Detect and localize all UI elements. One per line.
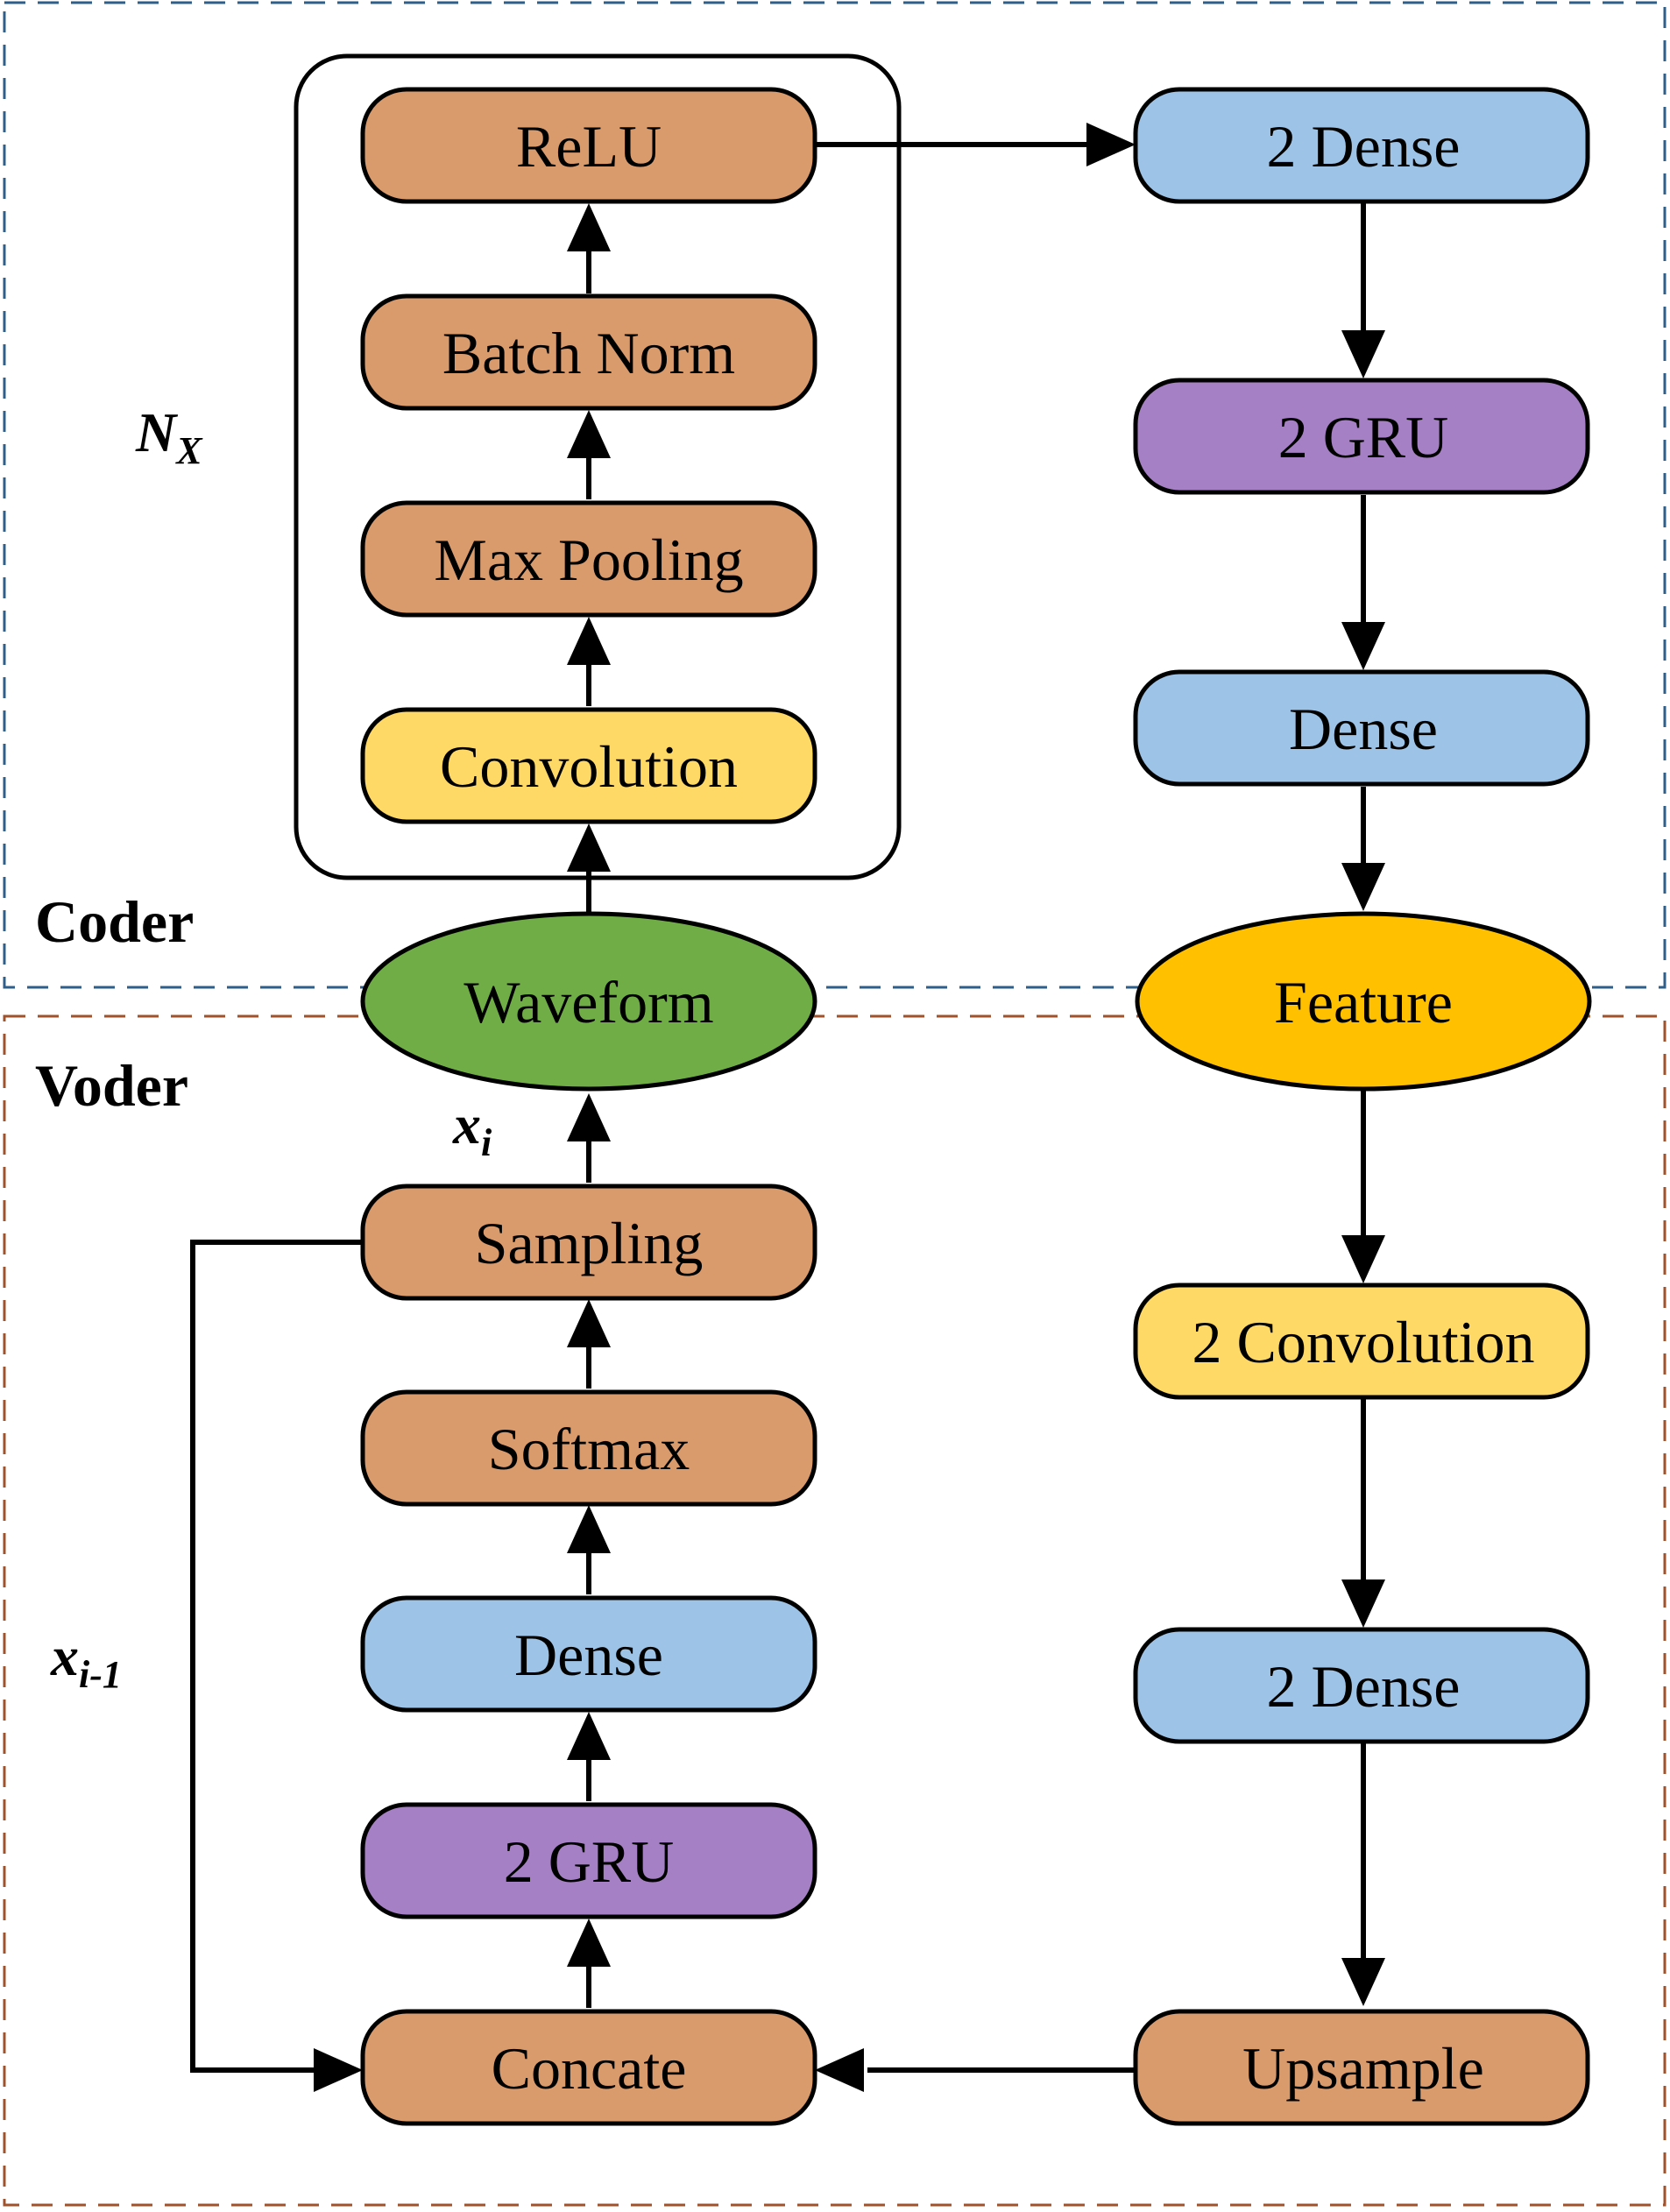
xi-main: x — [452, 1093, 481, 1155]
arrowheads — [314, 123, 1385, 2092]
xi-sub: i — [481, 1121, 492, 1164]
node-dense2-top: 2 Dense — [1133, 87, 1590, 204]
node-conv2: 2 Convolution — [1133, 1283, 1590, 1400]
arrowhead-gru-left — [567, 1919, 611, 1967]
feedback-loop — [190, 1240, 363, 2073]
arrowhead-batchnorm — [567, 410, 611, 458]
arrowhead-gru-right — [1341, 330, 1385, 378]
arrowhead-sampling — [567, 1299, 611, 1347]
node-upsample-label: Upsample — [1242, 2035, 1484, 2102]
xim1-sub: i-1 — [79, 1653, 122, 1696]
arrowhead-softmax — [567, 1505, 611, 1553]
nx-label: NX — [135, 401, 203, 472]
node-feature: Feature — [1135, 911, 1592, 1092]
xim1-label: xi-1 — [50, 1625, 122, 1696]
arrowhead-dense2-top — [1086, 123, 1136, 166]
arrowhead-waveform — [567, 1093, 611, 1141]
node-dense2-top-label: 2 Dense — [1267, 113, 1461, 180]
node-softmax-label: Softmax — [488, 1416, 690, 1482]
node-relu: ReLU — [360, 87, 817, 204]
arrowhead-concate-left — [314, 2048, 363, 2092]
arrowhead-concate-right — [815, 2048, 864, 2092]
node-dense-left: Dense — [360, 1595, 817, 1713]
node-concate-label: Concate — [492, 2035, 687, 2102]
arrowhead-dense-left — [567, 1712, 611, 1760]
node-dense2-bottom-label: 2 Dense — [1267, 1653, 1461, 1720]
node-max-pooling-label: Max Pooling — [434, 526, 743, 593]
nx-main: N — [135, 401, 179, 463]
connectors — [190, 142, 1366, 2073]
node-dense2-bottom: 2 Dense — [1133, 1627, 1590, 1744]
node-sampling-label: Sampling — [475, 1210, 704, 1276]
node-conv2-label: 2 Convolution — [1192, 1309, 1534, 1375]
xi-label: xi — [452, 1093, 492, 1164]
node-gru-left-label: 2 GRU — [504, 1828, 675, 1895]
node-waveform-label: Waveform — [463, 969, 713, 1035]
node-max-pooling: Max Pooling — [360, 500, 817, 618]
coder-section-label: Coder — [35, 888, 194, 955]
node-sampling: Sampling — [360, 1184, 817, 1301]
arrowhead-conv2 — [1341, 1235, 1385, 1283]
arrowhead-dense-right — [1341, 622, 1385, 670]
node-dense-right-label: Dense — [1289, 696, 1438, 762]
nx-sub: X — [174, 429, 203, 472]
xim1-main: x — [50, 1625, 79, 1687]
node-concate: Concate — [360, 2009, 817, 2126]
node-gru-right-label: 2 GRU — [1278, 404, 1449, 470]
arrowhead-relu — [567, 203, 611, 251]
arrowhead-upsample — [1341, 1958, 1385, 2006]
voder-section-label: Voder — [35, 1052, 188, 1119]
node-feature-label: Feature — [1274, 969, 1453, 1035]
node-dense-left-label: Dense — [514, 1622, 663, 1688]
node-relu-label: ReLU — [516, 113, 662, 180]
node-convolution-label: Convolution — [440, 733, 738, 800]
node-softmax: Softmax — [360, 1389, 817, 1507]
arrowhead-maxpool — [567, 617, 611, 665]
node-gru-right: 2 GRU — [1133, 378, 1590, 495]
arrowhead-conv — [567, 823, 611, 872]
node-gru-left: 2 GRU — [360, 1802, 817, 1919]
nx-group-box — [294, 53, 902, 880]
node-waveform: Waveform — [360, 911, 817, 1092]
node-dense-right: Dense — [1133, 669, 1590, 787]
node-batch-norm: Batch Norm — [360, 293, 817, 411]
node-convolution: Convolution — [360, 707, 817, 824]
arrowhead-feature — [1341, 863, 1385, 911]
voder-section-border — [3, 1014, 1666, 2207]
node-batch-norm-label: Batch Norm — [442, 320, 735, 386]
coder-section-border — [3, 1, 1666, 989]
arrowhead-dense2-bottom — [1341, 1579, 1385, 1628]
node-upsample: Upsample — [1133, 2009, 1590, 2126]
